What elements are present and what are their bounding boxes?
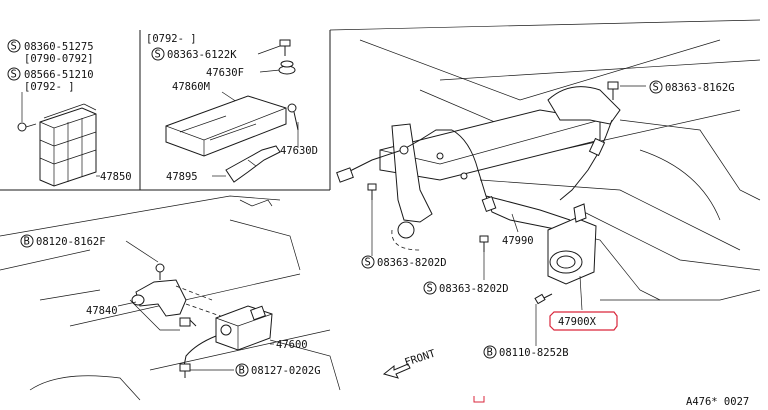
inset-top-left: S 08360-51275 [0790-0792] S 08566-51210 …	[7, 39, 132, 187]
bracket-icon	[225, 145, 281, 183]
callout-code: 08363-6122K	[167, 49, 237, 61]
g-sensor-47600: 47600	[179, 305, 308, 367]
callout-range: [0790-0792]	[24, 53, 94, 65]
callout-code: 08363-8202D	[377, 257, 447, 269]
symbol-s-icon: S	[7, 39, 21, 53]
bolt-icon	[479, 235, 489, 252]
bolt-icon	[287, 103, 299, 131]
symbol-s-icon: S	[7, 67, 21, 81]
callout-08363-8202d-left: S 08363-8202D	[361, 183, 447, 269]
callout-08363-8162g: S 08363-8162G	[607, 80, 735, 100]
bolt-icon	[179, 363, 191, 378]
part-label: 47850	[100, 171, 132, 183]
connector-icon	[588, 137, 606, 157]
callout-code: 08110-8252B	[499, 347, 569, 359]
highlighted-part-box[interactable]: 47900X	[549, 311, 618, 331]
svg-text:S: S	[11, 41, 17, 53]
bolt-icon	[367, 183, 377, 200]
highlighted-part-label: 47900X	[558, 316, 597, 328]
svg-text:B: B	[487, 347, 493, 359]
inset-frames	[0, 30, 331, 191]
symbol-s-icon: S	[151, 47, 165, 61]
bolt-icon	[534, 293, 553, 305]
highlight-marker	[473, 396, 485, 403]
callout-code: 08127-0202G	[251, 365, 321, 377]
symbol-s-icon: S	[423, 281, 437, 295]
callout-range: [0792- ]	[24, 81, 75, 93]
callout-code: 08360-51275	[24, 41, 94, 53]
callout-code: 08120-8162F	[36, 236, 106, 248]
front-label: FRONT	[403, 347, 437, 368]
symbol-b-icon: B	[483, 345, 497, 359]
svg-text:B: B	[24, 236, 30, 248]
svg-text:S: S	[365, 257, 371, 269]
sensor-harness: 47990	[336, 119, 613, 247]
bolt-icon	[155, 263, 165, 280]
callout-code: 08363-8202D	[439, 283, 509, 295]
screw-icon	[17, 122, 37, 132]
cover-plate-icon	[165, 95, 287, 157]
part-label: 47630D	[280, 145, 318, 157]
part-label: 47630F	[206, 67, 244, 79]
part-label: 47840	[86, 305, 118, 317]
g-sensor	[547, 203, 597, 311]
callout-code: 08566-51210	[24, 69, 94, 81]
front-arrow-icon	[382, 363, 411, 379]
clip-icon	[436, 152, 497, 212]
svg-text:S: S	[653, 82, 659, 94]
part-label: 47600	[276, 339, 308, 351]
control-unit-icon	[39, 103, 97, 187]
svg-text:S: S	[11, 69, 17, 81]
sensor-bracket-47840: 47840	[86, 279, 227, 319]
symbol-s-icon: S	[649, 80, 663, 94]
diagram-code: A476* 0027	[686, 396, 749, 408]
callout-code: 08363-8162G	[665, 82, 735, 94]
callout-08127-0202g: B 08127-0202G	[179, 363, 321, 378]
svg-text:B: B	[239, 365, 245, 377]
part-label: 47990	[502, 235, 534, 247]
bolt-icon	[607, 81, 619, 100]
symbol-b-icon: B	[20, 234, 34, 248]
callout-08363-8202d-center: S 08363-8202D	[423, 235, 509, 295]
symbol-b-icon: B	[235, 363, 249, 377]
grommet-icon	[278, 60, 296, 75]
callout-08110-8252b: B 08110-8252B	[483, 293, 569, 359]
inset-top-center: [0792- ] S 08363-6122K 47630F 47860M	[146, 33, 318, 183]
front-indicator: FRONT	[382, 347, 438, 379]
inset-range: [0792- ]	[146, 33, 197, 45]
part-label: 47860M	[172, 81, 210, 93]
bolt-icon	[279, 39, 291, 56]
symbol-s-icon: S	[361, 255, 375, 269]
callout-08120-8162f: B 08120-8162F	[20, 234, 165, 280]
svg-text:S: S	[427, 283, 433, 295]
part-label: 47895	[166, 171, 198, 183]
connector-icon	[336, 145, 409, 183]
svg-text:S: S	[155, 49, 161, 61]
